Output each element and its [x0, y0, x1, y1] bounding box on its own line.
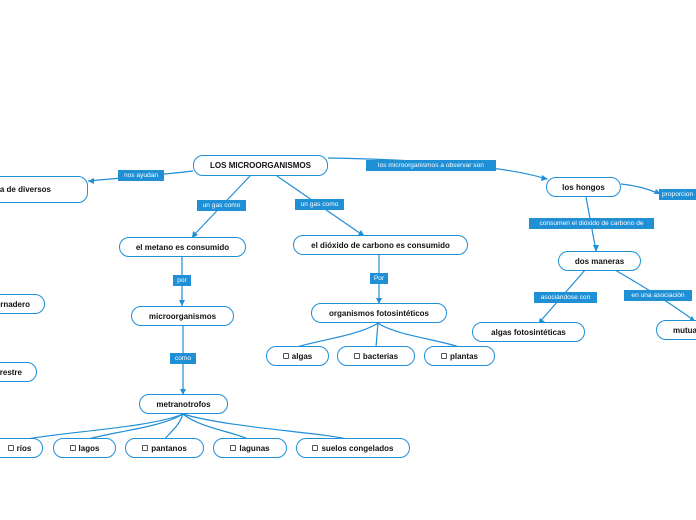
plantas-label: plantas [449, 351, 478, 361]
bacterias-label: bacterias [362, 351, 399, 361]
metranotrofos-node[interactable]: metranotrofos [139, 394, 228, 414]
label-asociandose[interactable]: asociándose con [534, 292, 597, 303]
microorganismos-node[interactable]: microorganismos [131, 306, 234, 326]
label-consumen[interactable]: consumen el dióxido de carbono de [529, 218, 654, 229]
pantanos-node[interactable]: pantanos [125, 438, 204, 458]
checkbox-icon[interactable] [230, 445, 237, 451]
arrow-micro [179, 300, 185, 306]
label-por[interactable]: por [173, 275, 191, 286]
label-como[interactable]: como [170, 353, 196, 364]
label-por-2[interactable]: Por [370, 273, 388, 284]
checkbox-icon[interactable] [142, 445, 149, 451]
label-asociacion[interactable]: en una asociación [624, 290, 692, 301]
link-foto-algas [296, 322, 379, 348]
invernadero-node[interactable]: rnadero [0, 294, 45, 314]
checkbox-icon[interactable] [353, 353, 360, 359]
checkbox-icon[interactable] [69, 445, 76, 451]
label-proporcion[interactable]: proporcion [659, 189, 696, 200]
pantanos-label: pantanos [151, 443, 187, 453]
algas-fotosinteticas-node[interactable]: algas fotosintéticas [472, 322, 585, 342]
algas-label: algas [291, 351, 313, 361]
label-nos-ayudan[interactable]: nos ayudan [118, 170, 164, 181]
link-foto-plantas [377, 322, 460, 348]
suelos-node[interactable]: suelos congelados [296, 438, 410, 458]
rios-label: ríos [16, 443, 32, 453]
arrow-maneras [593, 245, 599, 252]
link-foto-bacterias [375, 322, 379, 348]
lagos-node[interactable]: lagos [53, 438, 116, 458]
arrow-diversos [88, 178, 94, 184]
terrestre-node[interactable]: restre [0, 362, 37, 382]
checkbox-icon[interactable] [440, 353, 447, 359]
lagos-label: lagos [78, 443, 100, 453]
lagunas-label: lagunas [239, 443, 270, 453]
rios-node[interactable]: ríos [0, 438, 43, 458]
lagunas-node[interactable]: lagunas [213, 438, 287, 458]
checkbox-icon[interactable] [282, 353, 289, 359]
arrow-hongos [541, 175, 548, 181]
plantas-node[interactable]: plantas [424, 346, 495, 366]
mutua-node[interactable]: mutua [656, 320, 696, 340]
diversos-node[interactable]: a de diversos [0, 176, 88, 203]
metano-node[interactable]: el metano es consumido [119, 237, 246, 257]
link-metra-rios [21, 413, 184, 441]
suelos-label: suelos congelados [321, 443, 394, 453]
arrow-metra [180, 389, 186, 395]
hongos-node[interactable]: los hongos [546, 177, 621, 197]
dioxido-node[interactable]: el dióxido de carbono es consumido [293, 235, 468, 255]
link-metra-lagunas [182, 413, 251, 441]
arrow-foto [376, 298, 382, 304]
label-un-gas-1[interactable]: un gas como [197, 200, 246, 211]
arrow-metano [192, 231, 198, 238]
link-hongos-proporcion [620, 183, 661, 195]
label-un-gas-2[interactable]: un gas como [295, 199, 344, 210]
bacterias-node[interactable]: bacterias [337, 346, 415, 366]
fotosinteticos-node[interactable]: organismos fotosintéticos [311, 303, 447, 323]
checkbox-icon[interactable] [312, 445, 319, 451]
root-node[interactable]: LOS MICROORGANISMOS [193, 155, 328, 176]
algas-node[interactable]: algas [266, 346, 329, 366]
maneras-node[interactable]: dos maneras [558, 251, 641, 271]
link-metra-lagos [84, 413, 184, 441]
link-metra-suelos [182, 413, 353, 441]
label-observar[interactable]: los microorganismos a observar son [366, 160, 496, 171]
checkbox-icon[interactable] [7, 445, 14, 451]
